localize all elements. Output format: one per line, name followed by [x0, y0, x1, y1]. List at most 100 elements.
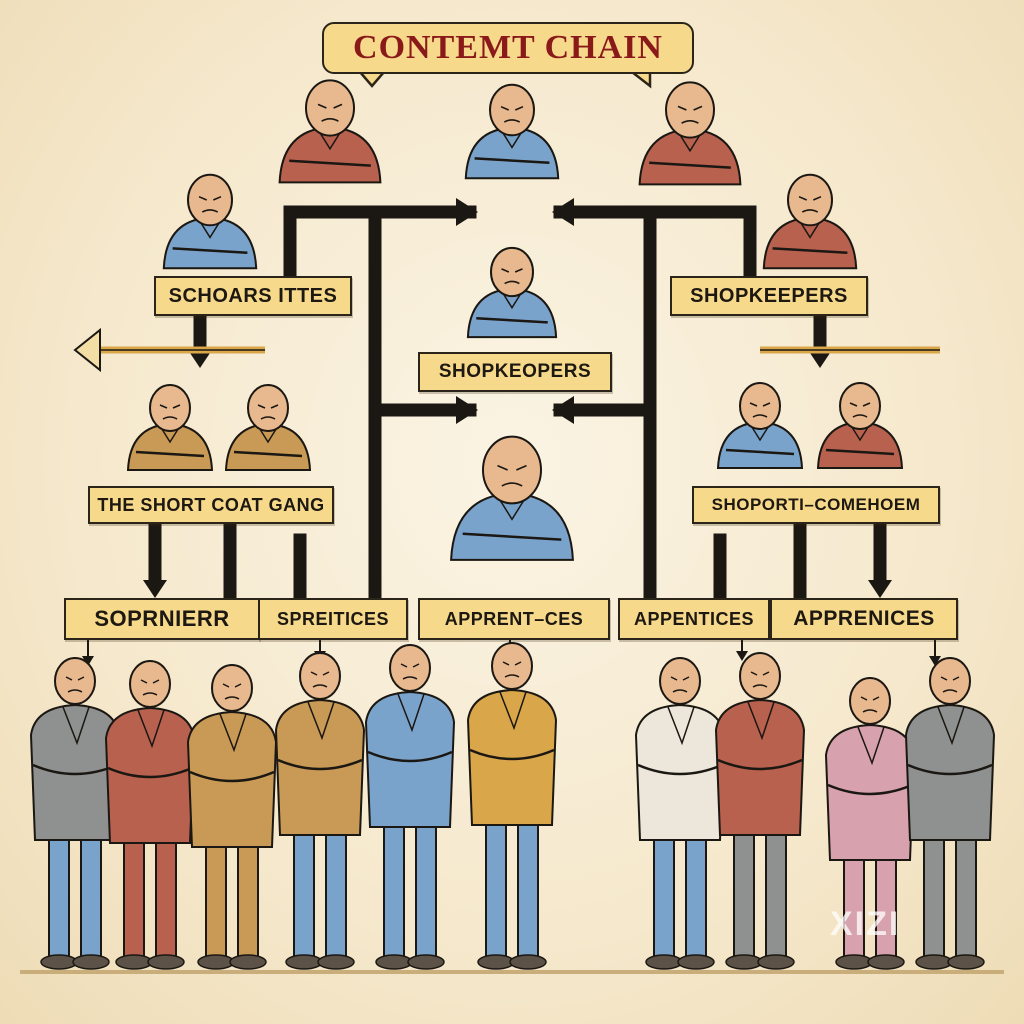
worker-bust-right-1-collar: [749, 423, 771, 442]
arrowhead-7: [808, 350, 832, 368]
hierarchy-arrows: [73, 198, 941, 666]
gang-bust-left-2-collar: [257, 425, 279, 444]
apprentice-figure-10-shoe-left: [915, 954, 953, 970]
apprentice-figure-7-robe: [634, 703, 726, 841]
label-apprentices-3: APPRENICES: [770, 598, 958, 640]
apprentice-figure-10: [904, 657, 996, 970]
apprentice-figure-8-robe: [714, 698, 806, 836]
apprentice-figure-1-head: [54, 657, 96, 705]
apprentice-figure-4-collar: [307, 701, 335, 741]
scholar-bust-top-center-collar: [500, 129, 524, 149]
gang-bust-left-1-folded-arms: [135, 450, 205, 458]
gang-bust-left-2-head: [247, 384, 289, 432]
apprentice-figure-2-collar: [137, 709, 165, 749]
apprentice-figure-5-shoe-right: [407, 954, 445, 970]
shopkeeper-bust-right-face: [798, 195, 822, 213]
gang-bust-left-1: [126, 384, 214, 471]
merchant-bust-top-left-folded-arms: [289, 159, 371, 167]
apprentice-figure-6-head: [491, 642, 533, 690]
apprentice-figure-10-robe: [904, 703, 996, 841]
apprentice-figure-9-shoe-left: [835, 954, 873, 970]
apprentice-figure-6: [466, 642, 558, 970]
label-shoporti-comehoem: SHOPORTI–COMEHOEM: [692, 486, 940, 524]
shopkeeper-bust-right-collar: [798, 219, 822, 239]
apprentice-figure-6-collar: [499, 691, 527, 731]
apprentice-figure-5-collar: [397, 693, 425, 733]
arrowhead-6: [188, 350, 212, 368]
worker-bust-right-2-face: [849, 402, 871, 418]
label-apprentices-2: APPENTICES: [618, 598, 770, 640]
apprentice-figure-7-face: [670, 676, 690, 693]
side-arrow-left-head: [73, 327, 101, 373]
merchant-bust-top-right-collar: [677, 131, 703, 153]
shopkeeper-bust-right: [762, 173, 858, 270]
label-shopkeepers-middle: SHOPKEOPERS: [418, 352, 612, 392]
drop-head-4: [929, 656, 941, 666]
apprentice-figure-9-folded-arms: [827, 783, 913, 796]
apprentice-figure-1: [29, 657, 121, 970]
scholar-bust-left: [162, 173, 258, 270]
merchant-bust-top-right-face: [677, 105, 703, 124]
elder-bust-center-folded-arms: [462, 532, 562, 541]
merchant-bust-top-left: [278, 79, 382, 184]
apprentice-figure-1-shoe-left: [40, 954, 78, 970]
scholar-bust-left-collar: [198, 219, 222, 239]
scholar-bust-top-center-folded-arms: [474, 157, 550, 165]
title-bubble-tail-left: [359, 71, 385, 88]
apprentice-figure-2-head: [129, 660, 171, 708]
shopkeeper-bust-center-head: [490, 246, 534, 298]
apprentice-figure-10-face: [940, 676, 960, 693]
chart-title: CONTEMT CHAIN: [322, 22, 694, 74]
apprentice-figure-1-shoe-right: [72, 954, 110, 970]
apprentice-figure-2-robe: [104, 706, 196, 844]
apprentice-figure-4-shoe-right: [317, 954, 355, 970]
drop-head-3: [736, 651, 748, 661]
apprentice-figure-7-collar: [667, 706, 695, 746]
scholar-bust-top-center-head: [489, 83, 535, 137]
apprentice-figure-9-robe: [824, 723, 916, 861]
apprentice-figure-10-shoe-right: [947, 954, 985, 970]
apprentice-figure-10-head: [929, 657, 971, 705]
apprentice-figure-1-face: [65, 676, 85, 693]
apprentice-figure-9-collar: [857, 726, 885, 766]
apprentice-figure-3: [186, 664, 278, 970]
shopkeeper-bust-right-head: [787, 173, 833, 227]
apprentice-figure-8-head: [739, 652, 781, 700]
shopkeeper-bust-center-folded-arms: [476, 316, 548, 324]
apprentice-figure-5-face: [400, 663, 420, 680]
people-figures: [29, 79, 996, 970]
label-soprnierr: SOPRNIERR: [64, 598, 260, 640]
label-spreitices: SPREITICES: [258, 598, 408, 640]
merchant-bust-top-right-head: [665, 81, 715, 139]
apprentice-figure-3-shoe-left: [197, 954, 235, 970]
apprentice-figure-6-shoe-right: [509, 954, 547, 970]
apprentice-figure-8-shoe-left: [725, 954, 763, 970]
apprentice-figure-6-folded-arms: [469, 748, 555, 761]
apprentice-figure-8-folded-arms: [717, 758, 803, 771]
label-shopkeepers-top: SHOPKEEPERS: [670, 276, 868, 316]
apprentice-figure-3-collar: [219, 713, 247, 753]
apprentice-figure-4-head: [299, 652, 341, 700]
merchant-bust-top-left-collar: [317, 129, 343, 151]
apprentice-figure-7-shoe-left: [645, 954, 683, 970]
apprentice-figure-1-collar: [62, 706, 90, 746]
drop-head-0: [82, 656, 94, 666]
apprentice-figure-7-shoe-right: [677, 954, 715, 970]
apprentice-figure-4-folded-arms: [277, 758, 363, 771]
apprentice-figure-9-head: [849, 677, 891, 725]
merchant-bust-top-left-head: [305, 79, 355, 137]
apprentice-figure-8-face: [750, 671, 770, 688]
shopkeeper-bust-right-folded-arms: [772, 247, 848, 255]
worker-bust-right-1-folded-arms: [725, 448, 795, 456]
apprentice-figure-3-robe: [186, 710, 278, 848]
shopkeeper-bust-center-face: [501, 268, 523, 285]
gang-bust-left-1-collar: [159, 425, 181, 444]
shopkeeper-bust-center: [466, 246, 558, 339]
gang-bust-left-1-face: [159, 404, 181, 420]
shopkeeper-bust-center-collar: [500, 290, 524, 310]
apprentice-figure-8-collar: [747, 701, 775, 741]
label-scholars: SCHOARS ITTES: [154, 276, 352, 316]
arrowhead-0: [456, 198, 478, 226]
elder-bust-center-head: [482, 435, 542, 505]
